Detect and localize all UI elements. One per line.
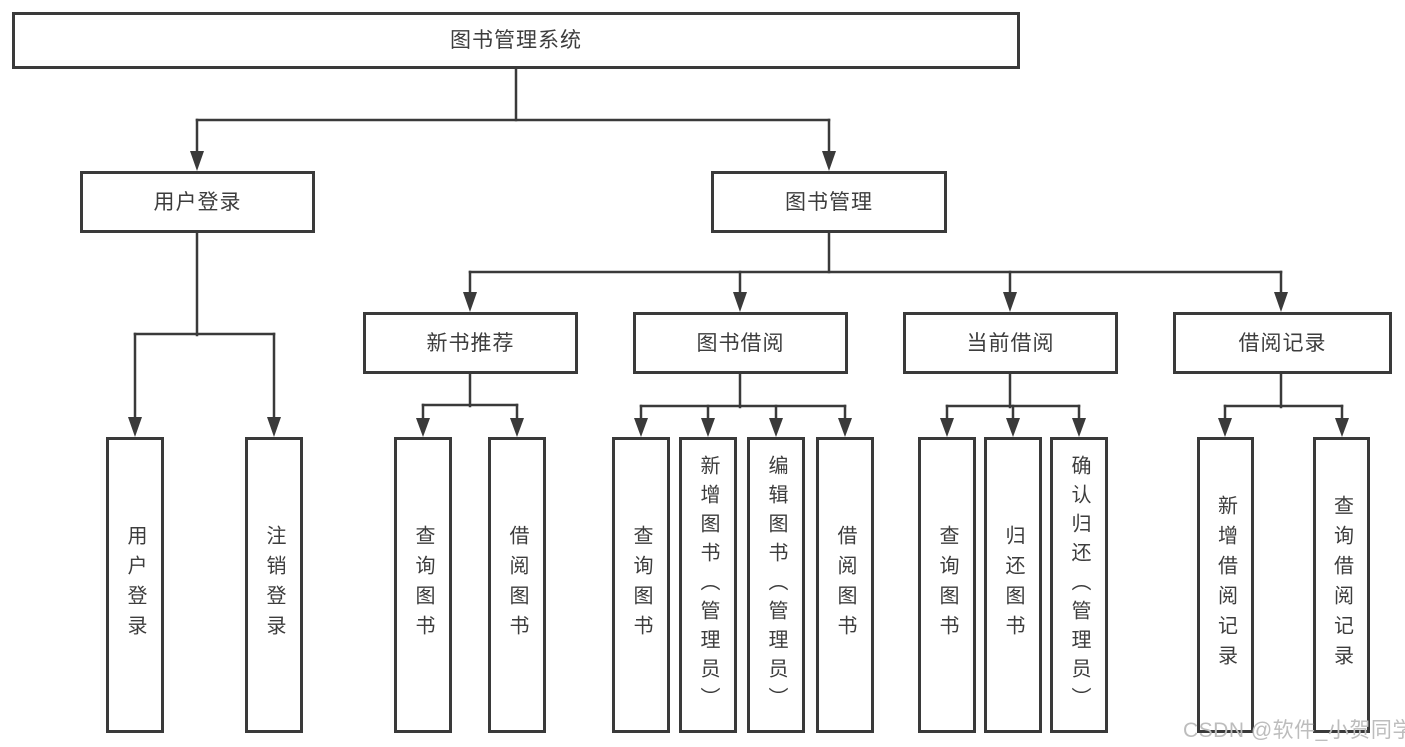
leaf-user-login: 用户登录 xyxy=(106,437,164,733)
leaf-borrow-books-recommend: 借阅图书 xyxy=(488,437,546,733)
leaf-query-books-recommend: 查询图书 xyxy=(394,437,452,733)
leaf-edit-books-admin: 编辑图书（管理员） xyxy=(747,437,805,733)
leaf-add-books-admin: 新增图书（管理员） xyxy=(679,437,737,733)
leaf-borrow-books-borrowing: 借阅图书 xyxy=(816,437,874,733)
connector-new-book-to-leaves xyxy=(416,372,524,437)
node-current-borrowing: 当前借阅 xyxy=(903,312,1118,374)
node-new-book-recommendation: 新书推荐 xyxy=(363,312,578,374)
leaf-return-books: 归还图书 xyxy=(984,437,1042,733)
connector-book-borrow-to-leaves xyxy=(634,372,852,437)
leaf-query-books-borrowing: 查询图书 xyxy=(612,437,670,733)
node-root-system: 图书管理系统 xyxy=(12,12,1020,69)
connector-current-borrow-to-leaves xyxy=(940,372,1086,437)
leaf-add-borrow-record: 新增借阅记录 xyxy=(1197,437,1254,733)
connector-root-to-level2 xyxy=(190,67,836,171)
node-borrowing-records: 借阅记录 xyxy=(1173,312,1392,374)
connector-user-login-to-leaves xyxy=(128,231,281,437)
leaf-query-borrow-record: 查询借阅记录 xyxy=(1313,437,1370,733)
node-book-borrowing: 图书借阅 xyxy=(633,312,848,374)
node-book-management: 图书管理 xyxy=(711,171,947,233)
csdn-watermark: CSDN @软件_小贺同学 xyxy=(1183,719,1405,742)
leaf-confirm-return-admin: 确认归还（管理员） xyxy=(1050,437,1108,733)
leaf-query-books-current: 查询图书 xyxy=(918,437,976,733)
connector-borrow-record-to-leaves xyxy=(1218,372,1349,437)
connector-book-mgmt-to-level3 xyxy=(463,231,1288,312)
leaf-logout: 注销登录 xyxy=(245,437,303,733)
node-user-login: 用户登录 xyxy=(80,171,315,233)
